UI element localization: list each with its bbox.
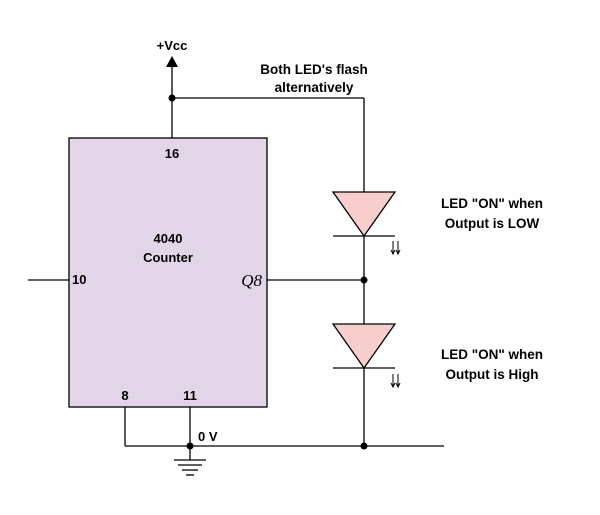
pin-16-label: 16 bbox=[165, 146, 179, 161]
counter-chip bbox=[68, 137, 268, 408]
led2-note-line1: LED "ON" when bbox=[441, 347, 543, 362]
led-2 bbox=[331, 323, 397, 370]
pin-q8-label: Q8 bbox=[241, 271, 262, 290]
led1-note-line2: Output is LOW bbox=[445, 216, 540, 231]
note-top-line2: alternatively bbox=[275, 80, 354, 95]
junction-dot bbox=[186, 442, 194, 450]
note-top-line1: Both LED's flash bbox=[260, 62, 367, 77]
vcc-arrow-icon bbox=[166, 56, 178, 67]
junction-dot bbox=[168, 94, 176, 102]
led2-note-line2: Output is High bbox=[446, 367, 539, 382]
light-emission-icon bbox=[390, 374, 401, 389]
chip-name-line2: Counter bbox=[143, 250, 193, 265]
ground-icon bbox=[174, 459, 206, 476]
led-1 bbox=[331, 191, 397, 238]
junction-dot bbox=[360, 442, 368, 450]
light-emission-icon bbox=[390, 241, 401, 256]
chip-name-line1: 4040 bbox=[154, 231, 183, 246]
pin-8-label: 8 bbox=[121, 388, 128, 403]
led1-triangle bbox=[331, 191, 397, 238]
led2-triangle bbox=[331, 323, 397, 370]
led1-note-line1: LED "ON" when bbox=[441, 196, 543, 211]
ground-label: 0 V bbox=[198, 429, 218, 444]
pin-11-label: 11 bbox=[183, 388, 197, 403]
pin-10-label: 10 bbox=[72, 272, 86, 287]
vcc-label: +Vcc bbox=[157, 38, 188, 53]
